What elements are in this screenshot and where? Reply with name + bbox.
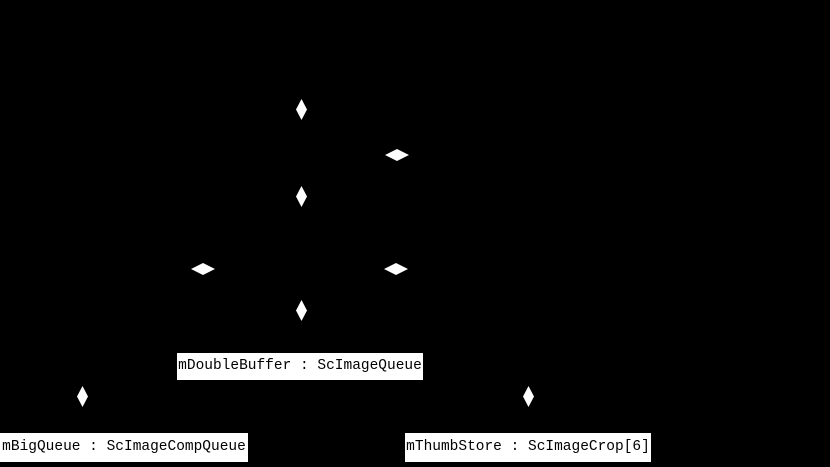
aggregation-diamond-icon [191, 263, 215, 275]
aggregation-diamond-icon [384, 263, 408, 275]
aggregation-diamond-icon [296, 300, 307, 321]
aggregation-diamond-icon [296, 186, 307, 207]
member-label-thumb-store: mThumbStore : ScImageCrop[6] [405, 433, 651, 462]
aggregation-diamond-icon [523, 386, 534, 407]
aggregation-diamond-icon [385, 149, 409, 161]
aggregation-diamond-icon [77, 386, 88, 407]
member-label-big-queue: mBigQueue : ScImageCompQueue [0, 433, 248, 462]
member-label-double-buffer: mDoubleBuffer : ScImageQueue [177, 353, 423, 380]
aggregation-diamond-icon [296, 99, 307, 120]
